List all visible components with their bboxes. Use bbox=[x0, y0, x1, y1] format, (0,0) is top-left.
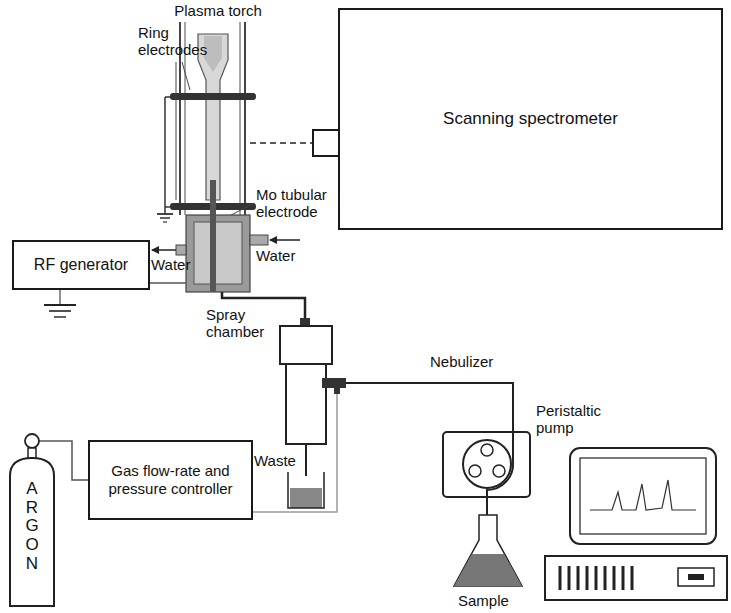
drawing-path bbox=[454, 554, 522, 586]
drawing-circle bbox=[469, 465, 481, 477]
vertical-label: ARGON bbox=[24, 480, 41, 573]
drawing-line bbox=[568, 566, 571, 590]
drawing-circle bbox=[463, 440, 511, 488]
drawing-circle bbox=[481, 444, 493, 456]
mo-electrode bbox=[210, 180, 216, 292]
part-label: Nebulizer bbox=[430, 353, 510, 370]
controller-box: Gas flow-rate and pressure controller bbox=[88, 440, 253, 520]
entrance-slit bbox=[313, 130, 339, 156]
drawing-path bbox=[198, 34, 228, 200]
drawing-rect bbox=[280, 326, 332, 364]
drawing-line bbox=[150, 282, 186, 283]
drawing-rect bbox=[194, 222, 242, 284]
flow-label: Water bbox=[256, 247, 306, 264]
drawing-rect bbox=[678, 568, 714, 586]
drawing-rect bbox=[286, 364, 326, 444]
ring-electrode bbox=[157, 93, 256, 222]
drawing-line bbox=[59, 290, 60, 305]
drawing-rect bbox=[570, 448, 716, 544]
computer bbox=[545, 448, 727, 600]
drawing-line bbox=[152, 249, 176, 251]
drawing-line bbox=[176, 62, 177, 200]
drawing-line bbox=[559, 566, 562, 590]
box-label: Gas flow-rate and pressure controller bbox=[96, 462, 245, 498]
drawing-line bbox=[54, 316, 66, 317]
drawing-rect bbox=[186, 215, 250, 292]
drawing-rect bbox=[170, 93, 256, 100]
drawing-line bbox=[182, 62, 190, 90]
part-label: Ring electrodes bbox=[138, 24, 208, 59]
drawing-line bbox=[164, 97, 166, 214]
drawing-line bbox=[49, 310, 71, 312]
text-group: Gas flow-rate and pressure controller bbox=[96, 462, 245, 498]
drawing-line bbox=[270, 239, 300, 241]
part-label: Mo tubular electrode bbox=[256, 186, 336, 221]
box-label: Scanning spectrometer bbox=[443, 109, 618, 129]
drawing-rect bbox=[290, 488, 322, 508]
drawing-line bbox=[244, 22, 246, 215]
part-label: Spray chamber bbox=[206, 306, 272, 341]
part-label: Plasma torch bbox=[168, 2, 268, 19]
drawing-rect bbox=[300, 318, 310, 326]
sample-flask bbox=[454, 515, 522, 586]
drawing-rect bbox=[176, 245, 186, 255]
drawing-rect bbox=[250, 235, 268, 245]
part-label: Sample bbox=[458, 592, 528, 609]
drawing-line bbox=[157, 213, 173, 215]
part-label: Peristaltic pump bbox=[536, 402, 612, 437]
gas-cylinder: ARGON bbox=[8, 432, 56, 608]
drawing-rect bbox=[334, 388, 340, 394]
peristaltic-pump bbox=[443, 432, 530, 497]
drawing-line bbox=[586, 566, 589, 590]
drawing-rect bbox=[443, 432, 530, 497]
torch-base bbox=[176, 180, 268, 292]
optical-path bbox=[250, 142, 312, 144]
drawing-line bbox=[165, 206, 170, 208]
drawing-rect bbox=[322, 378, 346, 388]
generator-box: RF generator bbox=[12, 240, 150, 290]
drawing-rect bbox=[545, 556, 727, 600]
text-group: Scanning spectrometer bbox=[443, 109, 618, 129]
nebulizer bbox=[322, 378, 346, 394]
drawing-circle bbox=[25, 434, 39, 448]
drawing-line bbox=[239, 22, 241, 215]
drawing-path bbox=[10, 458, 54, 606]
waste-beaker bbox=[288, 472, 324, 508]
drawing-line bbox=[595, 566, 598, 590]
gas-line bbox=[253, 394, 337, 512]
part-label: Waste bbox=[254, 452, 304, 469]
drawing-line bbox=[622, 566, 625, 590]
drawing-line bbox=[163, 221, 167, 222]
drawing-line bbox=[631, 566, 634, 590]
drawing-line bbox=[44, 304, 76, 306]
drawing-path bbox=[454, 515, 522, 586]
text-group: RF generator bbox=[34, 255, 128, 274]
drawing-line bbox=[613, 566, 616, 590]
drawing-line bbox=[577, 566, 580, 590]
drawing-line bbox=[160, 217, 170, 219]
drawing-line bbox=[305, 444, 307, 476]
box-label: RF generator bbox=[34, 255, 128, 274]
flow-label: Water bbox=[151, 256, 201, 273]
drawing-line bbox=[604, 566, 607, 590]
drawing-path bbox=[288, 472, 324, 508]
drawing-polyline bbox=[590, 480, 696, 510]
drawing-g bbox=[560, 566, 632, 590]
spectrometer-box: Scanning spectrometer bbox=[338, 8, 723, 230]
drawing-rect bbox=[580, 458, 706, 534]
drawing-rect bbox=[688, 574, 704, 580]
drawing-circle bbox=[493, 465, 505, 477]
drawing-rect bbox=[28, 448, 36, 458]
